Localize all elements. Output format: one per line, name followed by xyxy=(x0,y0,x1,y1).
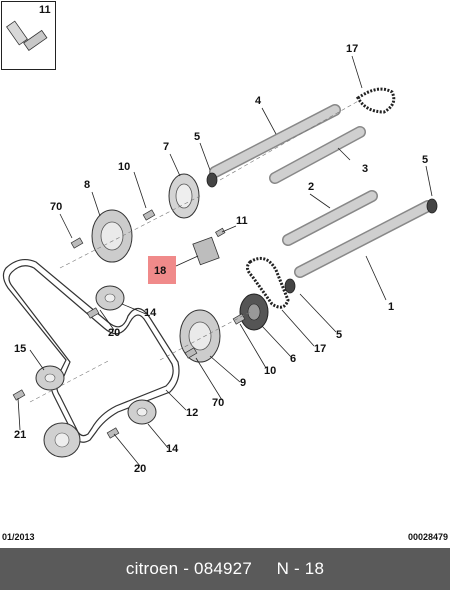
sprocket-8 xyxy=(91,209,133,263)
idler-pulley-15 xyxy=(35,365,65,391)
callout-17-top: 17 xyxy=(346,43,358,55)
spacer xyxy=(252,559,277,579)
callout-17-low: 17 xyxy=(314,343,326,355)
bolts xyxy=(12,209,246,439)
seal-washers xyxy=(206,172,438,294)
callout-9: 9 xyxy=(240,377,246,389)
timing-belt-exploded-diagram: 11 17 4 5 7 3 10 8 5 2 70 11 18 1 14 20 … xyxy=(2,4,438,475)
separator: - xyxy=(178,559,195,578)
tensioner-18 xyxy=(192,236,220,266)
camshaft-sprocket-7 xyxy=(168,173,200,219)
callout-5-top: 5 xyxy=(194,131,200,143)
callout-21: 21 xyxy=(14,429,26,441)
callout-10-top: 10 xyxy=(118,161,130,173)
callout-11-inset: 11 xyxy=(39,4,51,16)
diagram-reference: N - 18 xyxy=(276,559,325,578)
callout-7: 7 xyxy=(163,141,169,153)
callout-70-low: 70 xyxy=(212,397,224,409)
callout-12: 12 xyxy=(186,407,198,419)
callout-1: 1 xyxy=(388,301,394,313)
callout-4: 4 xyxy=(255,95,262,107)
callout-5-low: 5 xyxy=(336,329,342,341)
callouts: 11 17 4 5 7 3 10 8 5 2 70 11 18 1 14 20 … xyxy=(14,4,428,475)
callout-8: 8 xyxy=(84,179,90,191)
camshaft-2 xyxy=(282,190,378,246)
sprocket-9 xyxy=(179,309,221,363)
bolt-icon xyxy=(6,20,48,51)
highlight-18-box xyxy=(148,256,176,284)
callout-15: 15 xyxy=(14,343,26,355)
diagram-code: 00028479 xyxy=(407,532,448,542)
camshaft-3 xyxy=(269,126,366,184)
camshaft-1 xyxy=(294,200,434,278)
callout-20-low: 20 xyxy=(134,463,146,475)
revision-date: 01/2013 xyxy=(2,532,35,542)
crankshaft-pulley xyxy=(43,422,81,458)
part-info-bar: citroen - 084927 N - 18 xyxy=(0,548,450,590)
callout-14-top: 14 xyxy=(144,307,157,319)
chain-17-low xyxy=(245,256,290,309)
callout-10-low: 10 xyxy=(264,365,276,377)
callout-14-low: 14 xyxy=(166,443,179,455)
idler-pulley-14-top xyxy=(95,285,125,311)
callout-11-mid: 11 xyxy=(236,215,248,227)
leader-lines xyxy=(17,55,433,467)
crank-sprocket-6 xyxy=(239,293,269,331)
brand-label: citroen xyxy=(125,559,179,578)
callout-70-top: 70 xyxy=(50,201,62,213)
callout-6: 6 xyxy=(290,353,296,365)
axis-lines xyxy=(29,99,361,403)
camshaft-4 xyxy=(209,104,341,178)
chain-17-top xyxy=(356,87,396,114)
callout-20-top: 20 xyxy=(108,327,120,339)
callout-5-right: 5 xyxy=(422,154,428,166)
callout-3: 3 xyxy=(362,163,368,175)
callout-18: 18 xyxy=(154,265,166,277)
bolt-inset-frame xyxy=(1,1,56,70)
callout-2: 2 xyxy=(308,181,314,193)
part-number: 084927 xyxy=(194,559,252,578)
idler-pulley-14-low xyxy=(127,399,157,425)
